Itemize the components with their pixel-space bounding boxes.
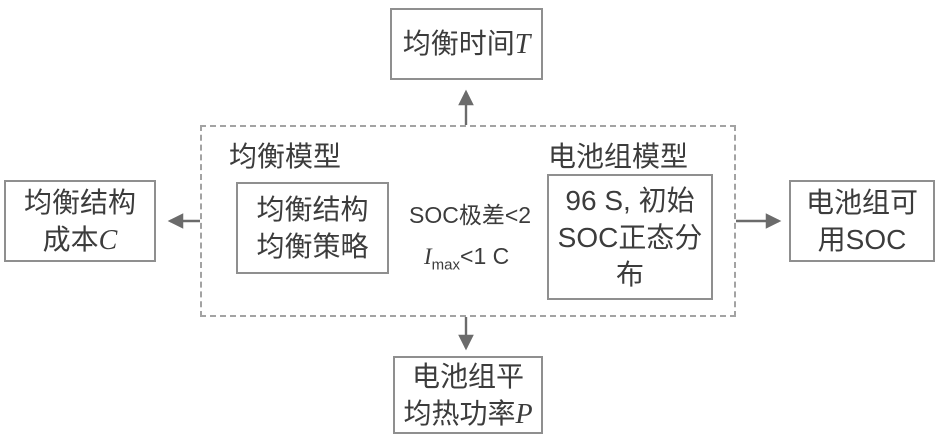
power-var: P (515, 398, 533, 430)
cost-var: C (98, 224, 118, 256)
soc-line2: 用SOC (817, 224, 907, 255)
balance-model-inner-box: 均衡结构 均衡策略 (236, 182, 389, 274)
power-line2: 均热功率P (403, 395, 532, 433)
imax-sub: max (431, 256, 461, 274)
battery-pack-inner-box: 96 S, 初始SOC正态分布 (547, 174, 713, 300)
imax-rest: <1 C (460, 243, 510, 269)
cost-line2-text: 成本 (42, 223, 99, 255)
balance-time-text: 均衡时间 (402, 28, 515, 59)
thermal-power-box: 电池组平 均热功率P (393, 356, 543, 434)
cost-line2: 成本C (43, 221, 118, 259)
soc-range-label: SOC极差<2 (409, 202, 532, 228)
balance-time-label: 均衡时间T (403, 25, 531, 63)
imax-var: I (424, 244, 432, 269)
balance-time-var: T (514, 29, 531, 60)
inner-left-line1: 均衡结构 (256, 194, 369, 225)
battery-pack-inner-text: 96 S, 初始SOC正态分布 (557, 184, 703, 290)
balance-time-box: 均衡时间T (390, 8, 543, 80)
power-line2-text: 均热功率 (403, 397, 516, 429)
battery-pack-model-title: 电池组模型 (548, 141, 689, 172)
balance-structure-cost-box: 均衡结构 成本C (4, 180, 156, 262)
balance-model-title: 均衡模型 (229, 141, 342, 172)
inner-left-line2: 均衡策略 (256, 231, 369, 262)
power-line1: 电池组平 (411, 360, 524, 392)
imax-label: Imax<1 C (424, 243, 509, 279)
soc-line1: 电池组可 (805, 187, 918, 218)
cost-line1: 均衡结构 (23, 186, 136, 218)
available-soc-box: 电池组可 用SOC (789, 180, 935, 262)
